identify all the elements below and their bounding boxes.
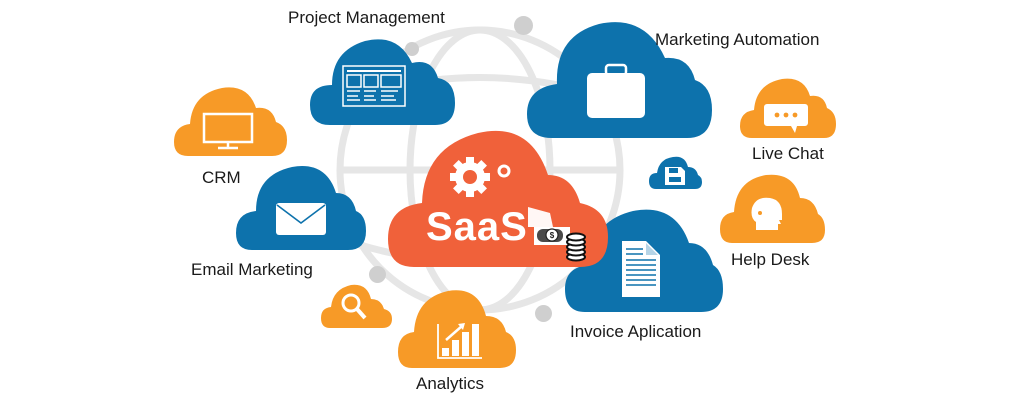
cloud-email-marketing[interactable]: [236, 163, 366, 250]
chat-bubble-icon: [764, 104, 808, 133]
cloud-shape: [720, 174, 825, 243]
coin-stack-icon: [566, 232, 586, 262]
saas-title: SaaS: [426, 205, 528, 249]
label-email-marketing: Email Marketing: [191, 260, 313, 279]
cloud-shape: [649, 156, 702, 189]
cash-icon: $: [528, 207, 570, 245]
cloud-shape: [398, 290, 516, 368]
cloud-shape: [527, 22, 712, 138]
small-gear-icon: [497, 164, 511, 178]
label-project-management: Project Management: [288, 8, 445, 27]
cloud-crm[interactable]: [174, 84, 287, 156]
label-analytics: Analytics: [416, 374, 485, 393]
svg-text:$: $: [550, 231, 555, 240]
cloud-saas-center[interactable]: $ SaaS: [388, 127, 608, 267]
connector-dot: [369, 266, 386, 283]
cloud-analytics[interactable]: [398, 288, 516, 368]
cloud-help-desk[interactable]: [720, 172, 825, 243]
cloud-shape: [236, 166, 366, 250]
connector-dot: [405, 42, 419, 56]
cloud-shape: [174, 87, 287, 156]
label-live-chat: Live Chat: [752, 144, 824, 163]
cloud-search[interactable]: [321, 283, 392, 328]
monitor-icon: [202, 112, 254, 150]
connector-dot: [535, 305, 552, 322]
envelope-icon: [276, 203, 326, 235]
cloud-live-chat[interactable]: [740, 76, 836, 138]
cloud-marketing-automation[interactable]: [527, 18, 712, 138]
cloud-shape: [740, 78, 836, 138]
head-profile-icon: [751, 197, 782, 230]
cloud-project-management[interactable]: [310, 33, 455, 125]
briefcase-icon: [587, 63, 645, 118]
cloud-shape: $: [388, 130, 608, 267]
magnifier-icon: [341, 293, 367, 320]
label-invoice-application: Invoice Aplication: [570, 322, 702, 341]
browser-window-icon: [342, 65, 406, 107]
cloud-shape: [310, 39, 455, 125]
label-help-desk: Help Desk: [731, 250, 810, 269]
label-crm: CRM: [202, 168, 241, 187]
cloud-storage[interactable]: [649, 155, 702, 189]
cloud-shape: [321, 284, 392, 328]
label-marketing-automation: Marketing Automation: [655, 30, 820, 49]
floppy-disk-icon: [665, 167, 685, 185]
connector-dot: [514, 16, 533, 35]
gear-icon: [450, 157, 490, 197]
bar-chart-icon: [437, 323, 482, 359]
document-icon: [622, 241, 660, 297]
